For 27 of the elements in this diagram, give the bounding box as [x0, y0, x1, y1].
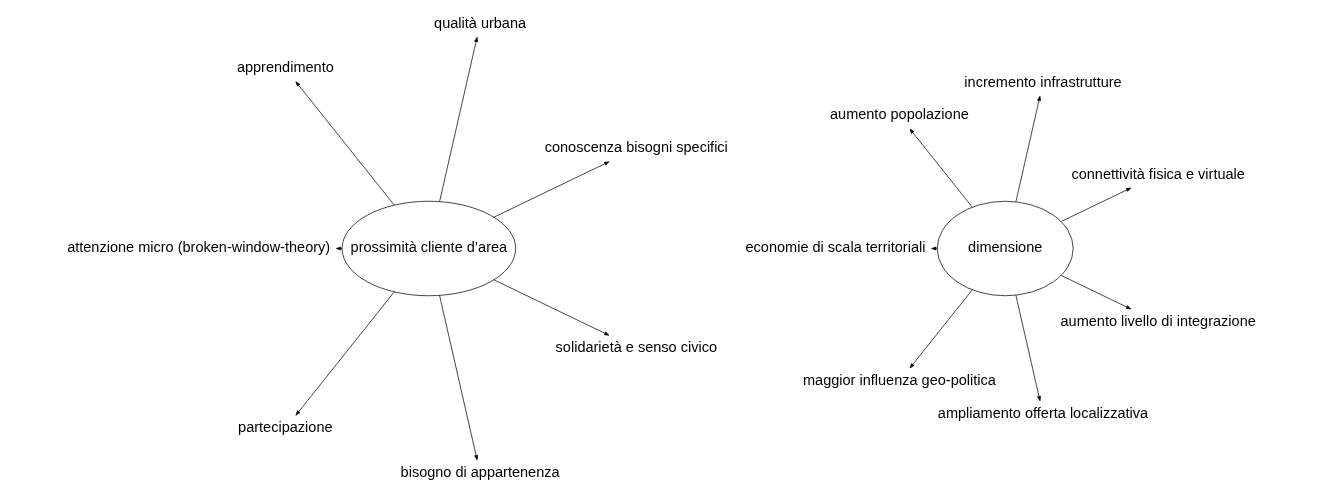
arrow	[1015, 294, 1041, 402]
arrow	[335, 246, 342, 251]
node-text: solidarietà e senso civico	[555, 339, 717, 356]
arrow	[909, 128, 972, 208]
node-text: ampliamento offerta localizzativa	[937, 404, 1148, 421]
node-text: aumento popolazione	[829, 106, 969, 123]
arrow	[295, 291, 395, 416]
node-text: qualità urbana	[433, 14, 526, 31]
arrow	[1015, 95, 1041, 203]
arrow	[493, 161, 609, 218]
node-text: economie di scala territoriali	[745, 239, 925, 256]
arrow	[1060, 275, 1131, 310]
arrow	[909, 289, 972, 369]
node-text: incremento infrastrutture	[963, 73, 1122, 90]
arrow	[438, 295, 478, 461]
node-text: bisogno di appartenenza	[400, 463, 560, 480]
arrow	[295, 81, 395, 206]
node-text: partecipazione	[237, 419, 333, 436]
node-text: conoscenza bisogni specifici	[544, 139, 728, 156]
arrow	[438, 36, 478, 202]
node-text: maggior influenza geo-politica	[802, 371, 996, 388]
node-text: aumento livello di integrazione	[1060, 312, 1256, 329]
node-text: connettività fisica e virtuale	[1070, 165, 1245, 182]
node-text: apprendimento	[236, 59, 334, 76]
node-text: attenzione micro (broken-window-theory)	[66, 239, 330, 256]
arrow	[493, 279, 609, 336]
arrow	[1060, 187, 1131, 222]
